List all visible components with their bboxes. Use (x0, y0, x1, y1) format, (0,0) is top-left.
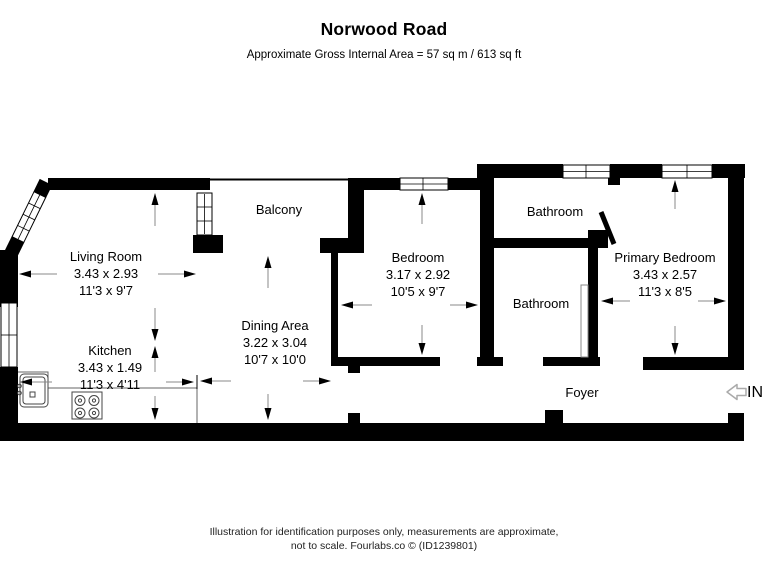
room-dim-metric: 3.43 x 1.49 (77, 360, 143, 375)
sink-icon (17, 373, 49, 408)
room-dim-metric: 3.43 x 2.93 (73, 266, 139, 281)
bay-window (5, 178, 53, 257)
room-label-bedroom: Bedroom 3.17 x 2.92 10'5 x 9'7 (386, 249, 450, 300)
bathroom-door-panel (580, 284, 589, 358)
room-label-dining-area: Dining Area 3.22 x 3.04 10'7 x 10'0 (241, 317, 308, 368)
room-dim-metric: 3.43 x 2.57 (632, 267, 698, 282)
windows (0, 164, 713, 368)
disclaimer-line-2: not to scale. Fourlabs.co © (ID1239801) (290, 540, 478, 552)
room-dim-metric: 3.22 x 3.04 (242, 335, 308, 350)
hob-icon (71, 391, 103, 420)
room-name: Foyer (565, 385, 599, 400)
room-name: Bathroom (512, 296, 570, 311)
dimension-arrows (19, 180, 726, 420)
room-label-balcony: Balcony (256, 201, 302, 218)
walls (0, 164, 745, 441)
room-name: Bathroom (526, 204, 584, 219)
room-dim-imperial: 10'7 x 10'0 (243, 352, 307, 367)
room-name: Dining Area (241, 318, 309, 333)
room-label-primary-bedroom: Primary Bedroom 3.43 x 2.57 11'3 x 8'5 (614, 249, 715, 300)
room-label-bathroom-top: Bathroom (527, 203, 583, 220)
bedroom-window (399, 177, 449, 191)
in-arrow-icon (726, 383, 747, 401)
room-dim-imperial: 10'5 x 9'7 (390, 284, 446, 299)
room-name: Bedroom (391, 250, 445, 265)
plan-area-note: Approximate Gross Internal Area = 57 sq … (246, 49, 522, 61)
room-label-kitchen: Kitchen 3.43 x 1.49 11'3 x 4'11 (78, 342, 142, 393)
room-label-bathroom-lower: Bathroom (513, 295, 569, 312)
room-dim-imperial: 11'3 x 9'7 (79, 283, 133, 298)
disclaimer-line-1: Illustration for identification purposes… (209, 526, 559, 538)
bathroom-door-leaf (598, 211, 617, 245)
entrance-label: IN (747, 384, 763, 401)
living-room-window (0, 302, 18, 368)
room-name: Balcony (255, 202, 303, 217)
primary-bedroom-window (661, 164, 713, 179)
room-dim-imperial: 11'3 x 4'11 (79, 377, 141, 392)
room-name: Kitchen (88, 343, 132, 358)
room-name: Primary Bedroom (614, 250, 716, 265)
balcony-side-window (196, 192, 213, 236)
room-label-foyer: Foyer (565, 384, 598, 401)
room-dim-metric: 3.17 x 2.92 (385, 267, 451, 282)
plan-title: Norwood Road (320, 19, 448, 39)
bathroom-window (562, 164, 611, 179)
room-dim-imperial: 11'3 x 8'5 (638, 284, 692, 299)
room-label-living-room: Living Room 3.43 x 2.93 11'3 x 9'7 (70, 248, 142, 299)
room-name: Living Room (69, 249, 143, 264)
